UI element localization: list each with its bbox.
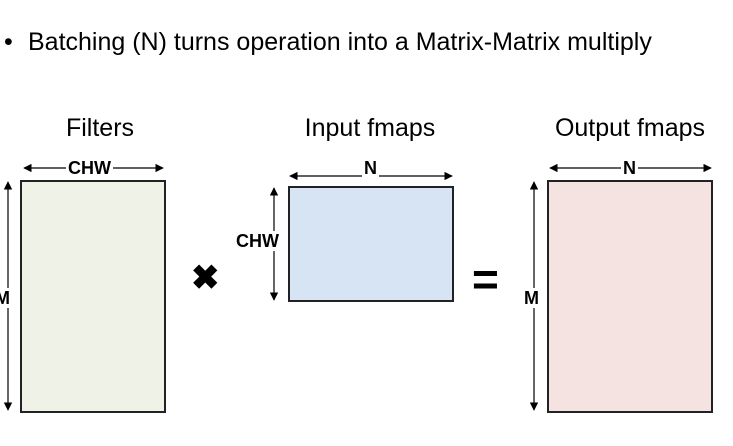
input-fmaps-title: Input fmaps xyxy=(304,114,436,142)
output-fmaps-title: Output fmaps xyxy=(554,114,706,142)
filters-title: Filters xyxy=(65,114,135,142)
bullet-point: • Batching (N) turns operation into a Mat… xyxy=(4,28,652,57)
multiply-sign: ✖ xyxy=(191,259,220,297)
filters-height-label: M xyxy=(0,288,11,308)
output-width-label: N xyxy=(621,158,638,178)
input-height-label: CHW xyxy=(234,231,281,251)
input-fmaps-matrix xyxy=(288,186,454,302)
input-width-label: N xyxy=(362,158,379,178)
output-height-label: M xyxy=(522,288,541,308)
bullet-text: Batching (N) turns operation into a Matr… xyxy=(28,28,652,56)
equals-sign: = xyxy=(472,253,499,305)
filters-width-label: CHW xyxy=(66,158,113,178)
bullet-marker: • xyxy=(4,28,13,56)
filters-matrix xyxy=(20,180,166,413)
output-fmaps-matrix xyxy=(547,180,713,413)
